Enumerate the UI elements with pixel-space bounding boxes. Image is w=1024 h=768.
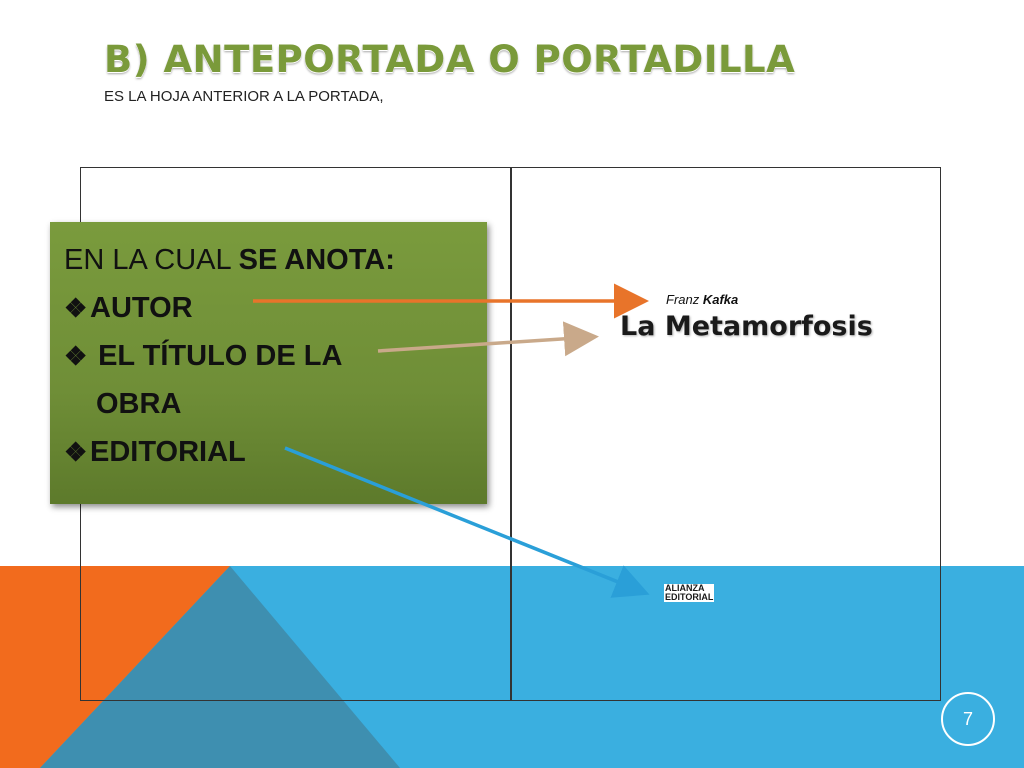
list-item-title: ❖ EL TÍTULO DE LA: [64, 332, 473, 380]
callout-intro: EN LA CUAL SE ANOTA:: [64, 236, 473, 284]
steel-triangle: [40, 566, 400, 768]
author-first-name: Franz: [666, 292, 700, 307]
book-spread-divider: [510, 167, 512, 701]
publisher-logo: ALIANZA EDITORIAL: [664, 583, 715, 602]
list-item-editorial: ❖EDITORIAL: [64, 428, 473, 476]
list-item-title-continued: OBRA: [96, 388, 182, 420]
publisher-line-1: ALIANZA: [665, 583, 705, 593]
callout-intro-bold: SE ANOTA:: [238, 244, 395, 276]
diamond-bullet-icon: ❖: [64, 293, 88, 323]
author-last-name: Kafka: [702, 292, 739, 307]
list-item-label: EDITORIAL: [90, 436, 246, 468]
callout-intro-regular: EN LA CUAL: [64, 244, 239, 276]
orange-triangle: [0, 566, 230, 768]
list-item-label: EL TÍTULO DE LA: [98, 340, 343, 372]
book-author: Franz Kafka: [666, 292, 738, 307]
diamond-bullet-icon: ❖: [64, 341, 88, 371]
list-item-author: ❖AUTOR: [64, 284, 473, 332]
slide-subtitle: ES LA HOJA ANTERIOR A LA PORTADA,: [104, 88, 384, 105]
page-number-badge: 7: [941, 692, 995, 746]
diamond-bullet-icon: ❖: [64, 437, 88, 467]
slide-title: B) ANTEPORTADA O PORTADILLA: [104, 38, 796, 81]
publisher-line-2: EDITORIAL: [665, 592, 714, 602]
list-item-label: AUTOR: [90, 292, 193, 324]
info-callout-box: EN LA CUAL SE ANOTA: ❖AUTOR ❖ EL TÍTULO …: [50, 222, 487, 504]
book-title: La Metamorfosis: [620, 311, 873, 342]
